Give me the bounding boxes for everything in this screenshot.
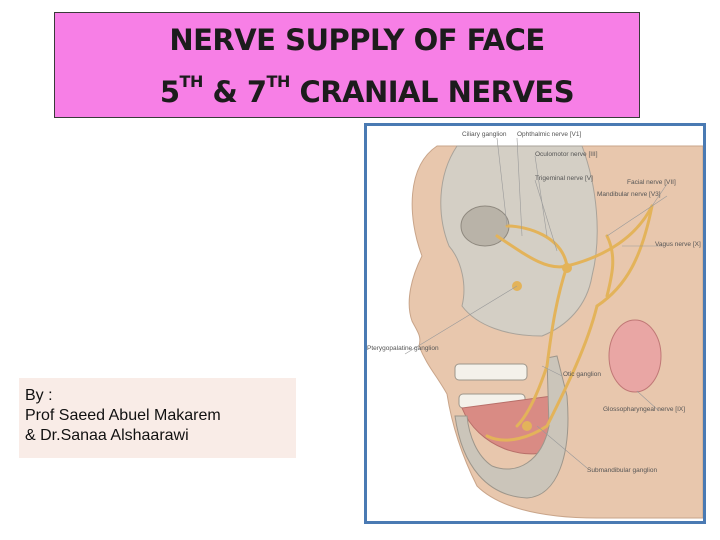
title-sup-th-1: TH (179, 72, 204, 92)
by-label: By : (25, 387, 53, 404)
title-5: 5 (159, 75, 180, 109)
author-2: & Dr.Sanaa Alshaarawi (25, 427, 189, 444)
upper-teeth (454, 363, 528, 381)
label-glossopharyngeal-nerve: Glossopharyngeal nerve [IX] (603, 406, 685, 413)
mandible (454, 355, 569, 499)
anatomy-figure: Ciliary ganglion Ophthalmic nerve [V1] O… (364, 123, 706, 524)
ganglia (512, 263, 572, 431)
label-facial-nerve: Facial nerve [VII] (627, 179, 676, 186)
label-oculomotor-nerve: Oculomotor nerve [III] (535, 151, 598, 158)
title-cranial-nerves: CRANIAL NERVES (289, 75, 575, 109)
title-line-2: 5TH & 7TH CRANIAL NERVES (75, 72, 659, 109)
author-box: By : Prof Saeed Abuel Makarem & Dr.Sanaa… (19, 378, 296, 458)
label-trigeminal-nerve: Trigeminal nerve [V] (535, 175, 593, 182)
skull (440, 145, 598, 337)
title-sup-th-2: TH (266, 72, 291, 92)
label-pterygopalatine-ganglion: Pterygopalatine ganglion (367, 345, 439, 352)
label-submandibular-ganglion: Submandibular ganglion (587, 467, 657, 474)
title-line-1: NERVE SUPPLY OF FACE (169, 23, 545, 57)
title-box: NERVE SUPPLY OF FACE 5TH & 7TH CRANIAL N… (54, 12, 640, 118)
leader-lines (404, 137, 668, 469)
title-and-7: & 7 (202, 75, 267, 109)
anatomy-illustration: Ciliary ganglion Ophthalmic nerve [V1] O… (367, 131, 703, 519)
label-mandibular-nerve: Mandibular nerve [V3] (597, 191, 661, 198)
label-vagus-nerve: Vagus nerve [X] (655, 241, 701, 248)
label-ophthalmic-nerve: Ophthalmic nerve [V1] (517, 131, 582, 138)
salivary-gland (608, 319, 662, 393)
author-1: Prof Saeed Abuel Makarem (25, 407, 221, 424)
label-otic-ganglion: Otic ganglion (563, 371, 601, 378)
label-ciliary-ganglion: Ciliary ganglion (462, 131, 507, 138)
